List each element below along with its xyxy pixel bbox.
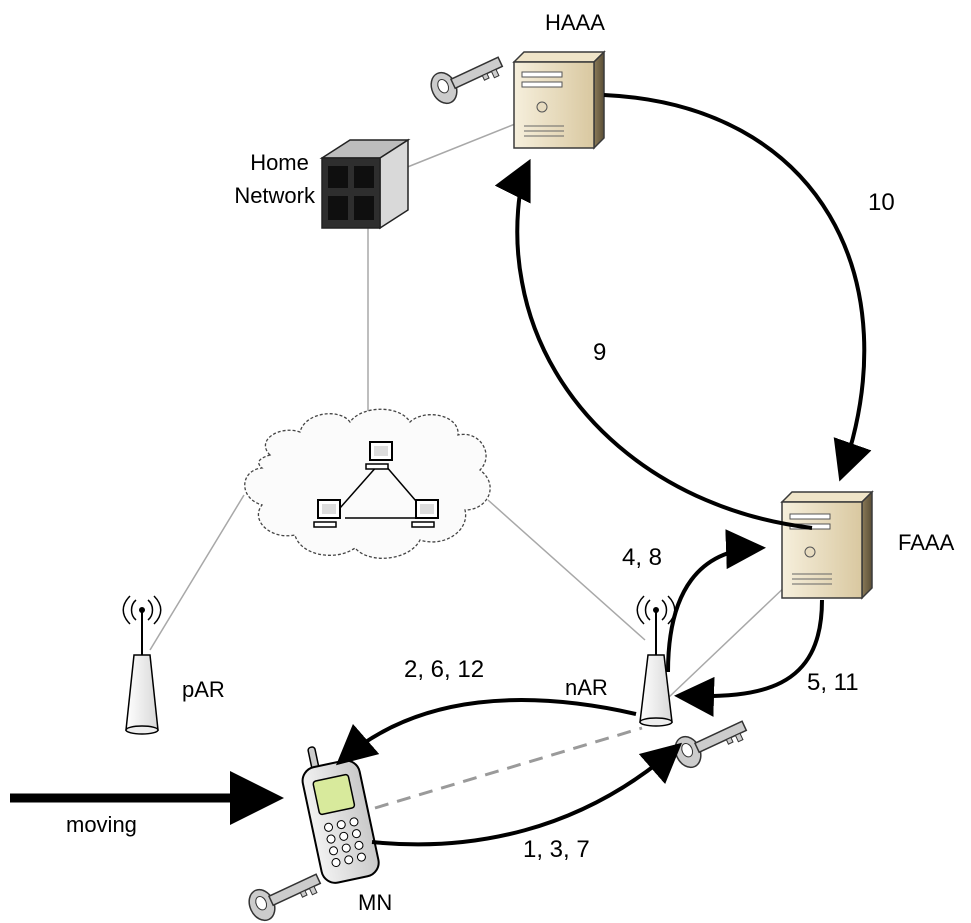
network-links — [149, 121, 791, 699]
message-label-2-6-12: 2, 6, 12 — [404, 656, 484, 683]
cloud-link — [339, 464, 379, 509]
link-nar-faaa — [667, 581, 791, 699]
computer-icon — [313, 499, 341, 528]
message-label-9: 9 — [593, 339, 606, 366]
link-router-haaa — [399, 121, 521, 171]
label-nar: nAR — [565, 675, 608, 700]
message-label-5-11: 5, 11 — [807, 669, 859, 696]
message-label-4-8: 4, 8 — [622, 544, 662, 571]
server-icon — [512, 50, 606, 150]
key-icon — [248, 873, 322, 922]
link-cloud-par — [149, 494, 245, 651]
arrow-1-3-7 — [371, 742, 683, 847]
label-home-network-line2: Network — [234, 183, 316, 208]
label-haaa: HAAA — [545, 10, 605, 35]
antenna-icon — [122, 595, 162, 735]
arrow-9 — [494, 158, 813, 530]
router-icon — [319, 138, 411, 230]
key-icon — [430, 56, 504, 105]
message-label-10: 10 — [868, 189, 895, 216]
label-mn: MN — [358, 890, 392, 915]
message-label-1-3-7: 1, 3, 7 — [523, 836, 590, 863]
message-arrows — [335, 93, 872, 847]
arrow-4-8 — [666, 529, 766, 673]
label-par: pAR — [182, 677, 225, 702]
cloud-icon — [244, 408, 491, 559]
label-home-network-line1: Home — [250, 150, 309, 175]
link-mn-nar-dashed — [374, 726, 643, 810]
arrow-10 — [603, 93, 872, 482]
label-home-network: Home Network — [234, 150, 316, 208]
mobile-phone-icon — [301, 746, 380, 884]
key-icon — [674, 720, 748, 769]
link-cloud-nar — [487, 499, 646, 641]
server-icon — [780, 490, 874, 600]
label-faaa: FAAA — [898, 530, 955, 555]
arrow-5-11 — [674, 599, 824, 717]
label-moving: moving — [66, 812, 137, 837]
computer-icon — [365, 441, 393, 470]
computer-icon — [411, 499, 439, 528]
arrow-2-6-12 — [335, 698, 637, 766]
